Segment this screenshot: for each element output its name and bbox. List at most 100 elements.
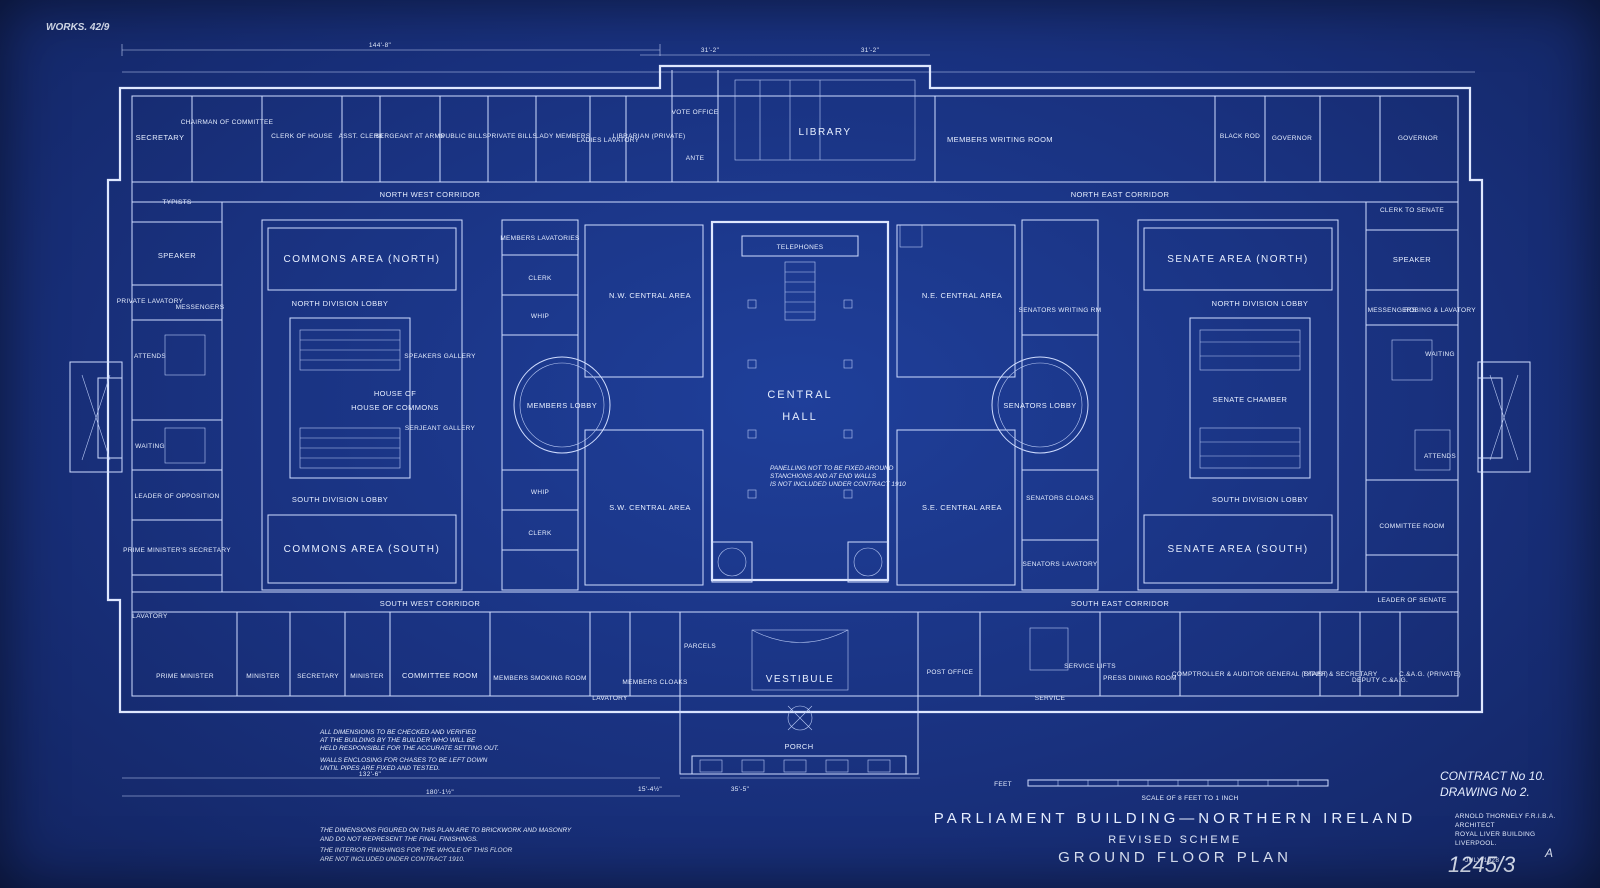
note-5: UNTIL PIPES ARE FIXED AND TESTED. bbox=[320, 765, 440, 772]
room-secretary: SECRETARY bbox=[136, 133, 185, 142]
corridor-ne: NORTH EAST CORRIDOR bbox=[1071, 190, 1170, 199]
dim-top-mid1: 31'-2" bbox=[701, 47, 720, 54]
room-whip-s: WHIP bbox=[531, 489, 549, 496]
room-telephones: TELEPHONES bbox=[777, 244, 824, 251]
room-public-bills: PUBLIC BILLS bbox=[441, 133, 488, 140]
room-governor-1: GOVERNOR bbox=[1272, 135, 1312, 142]
room-commons-north-lobby: NORTH DIVISION LOBBY bbox=[292, 299, 389, 308]
room-house-of-commons: HOUSE OF COMMONS bbox=[351, 403, 439, 412]
dim-top-left: 144'-8" bbox=[369, 42, 392, 49]
general-notes: ALL DIMENSIONS TO BE CHECKED AND VERIFIE… bbox=[319, 729, 572, 863]
top-dimensions: 144'-8" 31'-2" 31'-2" bbox=[121, 42, 1475, 73]
room-leader-opposition: LEADER OF OPPOSITION bbox=[134, 493, 219, 500]
room-lavatory-south: LAVATORY bbox=[592, 695, 628, 702]
room-minister-1: MINISTER bbox=[246, 673, 279, 680]
room-central: CENTRAL bbox=[767, 389, 832, 401]
room-commons-south-lobby: SOUTH DIVISION LOBBY bbox=[292, 495, 388, 504]
room-parcels: PARCELS bbox=[684, 643, 716, 650]
room-commons-north: COMMONS AREA (NORTH) bbox=[283, 254, 440, 265]
dim-bottom-a: 132'-6" bbox=[359, 771, 382, 778]
commons-block: COMMONS AREA (NORTH) NORTH DIVISION LOBB… bbox=[261, 219, 476, 591]
room-vestibule: VESTIBULE bbox=[766, 674, 835, 685]
room-waiting-east: WAITING bbox=[1425, 351, 1455, 358]
sheet-number: 1245/3 bbox=[1448, 852, 1516, 877]
room-speakers-gallery: SPEAKERS GALLERY bbox=[404, 353, 476, 360]
room-speaker-east: SPEAKER bbox=[1393, 255, 1431, 264]
room-waiting-west: WAITING bbox=[135, 443, 165, 450]
room-senate-north: SENATE AREA (NORTH) bbox=[1167, 254, 1308, 265]
bottom-dimensions: 132'-6" 180'-1½" 15'-4½" 35'-5" bbox=[122, 771, 920, 797]
architect-line-1: ARNOLD THORNELY F.R.I.B.A. bbox=[1455, 813, 1556, 820]
room-senate-south-lobby: SOUTH DIVISION LOBBY bbox=[1212, 495, 1308, 504]
room-secretary-south: SECRETARY bbox=[297, 673, 339, 680]
note-3: HELD RESPONSIBLE FOR THE ACCURATE SETTIN… bbox=[320, 745, 499, 752]
room-clerk-sw: CLERK bbox=[528, 530, 552, 537]
room-senate-north-lobby: NORTH DIVISION LOBBY bbox=[1212, 299, 1309, 308]
dim-bottom-b: 180'-1½" bbox=[426, 788, 454, 796]
room-lavatory-west: LAVATORY bbox=[132, 613, 168, 620]
corridor-sw: SOUTH WEST CORRIDOR bbox=[380, 599, 481, 608]
room-lady-members: LADY MEMBERS bbox=[535, 133, 590, 140]
room-library: LIBRARY bbox=[798, 127, 851, 138]
room-leader-senate: LEADER OF SENATE bbox=[1378, 597, 1447, 604]
room-private-bills: PRIVATE BILLS bbox=[487, 133, 538, 140]
building-outline: PORCH bbox=[69, 64, 1531, 775]
room-se-central: S.E. CENTRAL AREA bbox=[922, 503, 1002, 512]
west-range: TYPISTS SPEAKER PRIVATE LAVATORY MESSENG… bbox=[117, 199, 231, 620]
drawing-date: JULY 1928 bbox=[1465, 857, 1499, 864]
note-2: AT THE BUILDING BY THE BUILDER WHO WILL … bbox=[319, 737, 476, 744]
room-pm-secretary: PRIME MINISTER'S SECRETARY bbox=[123, 547, 231, 554]
room-sw-central: S.W. CENTRAL AREA bbox=[609, 503, 691, 512]
room-members-cloaks: MEMBERS CLOAKS bbox=[622, 679, 688, 686]
room-hall: HALL bbox=[782, 411, 818, 423]
room-senators-cloaks: SENATORS CLOAKS bbox=[1026, 495, 1094, 502]
room-committee-east: COMMITTEE ROOM bbox=[1379, 523, 1444, 530]
room-committee-south: COMMITTEE ROOM bbox=[402, 671, 478, 680]
architect-line-2: ARCHITECT bbox=[1455, 822, 1495, 829]
room-minister-2: MINISTER bbox=[350, 673, 383, 680]
room-house-of-commons-1: HOUSE OF bbox=[374, 389, 416, 398]
room-post-office: POST OFFICE bbox=[927, 669, 974, 676]
room-senators-lobby: SENATORS LOBBY bbox=[1003, 401, 1076, 410]
architect-line-3: ROYAL LIVER BUILDING bbox=[1455, 831, 1535, 838]
room-clerk-to-senate: CLERK TO SENATE bbox=[1380, 207, 1444, 214]
room-private-lavatory: PRIVATE LAVATORY bbox=[117, 298, 184, 305]
note-b1: THE DIMENSIONS FIGURED ON THIS PLAN ARE … bbox=[320, 827, 572, 834]
room-clerk-nw: CLERK bbox=[528, 275, 552, 282]
north-range: SECRETARY CHAIRMAN OF COMMITTEE CLERK OF… bbox=[136, 70, 1438, 182]
corridor-nw: NORTH WEST CORRIDOR bbox=[380, 190, 481, 199]
room-commons-south: COMMONS AREA (SOUTH) bbox=[284, 544, 441, 555]
room-speaker-west: SPEAKER bbox=[158, 251, 196, 260]
room-attends-west: ATTENDS bbox=[134, 353, 166, 360]
room-black-rod: BLACK ROD bbox=[1220, 133, 1260, 140]
room-typists: TYPISTS bbox=[162, 199, 192, 206]
sheet-suffix: A bbox=[1544, 846, 1553, 860]
architect-line-4: LIVERPOOL. bbox=[1455, 840, 1497, 847]
room-smoking: MEMBERS SMOKING ROOM bbox=[493, 675, 586, 682]
room-messengers-east: MESSENGERS bbox=[1368, 307, 1417, 314]
room-librarian: LIBRARIAN (PRIVATE) bbox=[613, 133, 686, 140]
room-robing: ROBING & LAVATORY bbox=[1404, 307, 1476, 314]
scale-feet-label: FEET bbox=[994, 781, 1012, 788]
room-service: SERVICE bbox=[1035, 695, 1066, 702]
drawing-subtitle: REVISED SCHEME bbox=[1108, 834, 1241, 846]
centre-west: MEMBERS LAVATORIES CLERK WHIP WHIP CLERK… bbox=[500, 219, 704, 591]
drawing-plan-name: GROUND FLOOR PLAN bbox=[1058, 849, 1292, 866]
room-messengers-west: MESSENGERS bbox=[176, 304, 225, 311]
room-serjeant-gallery: SERJEANT GALLERY bbox=[405, 425, 476, 432]
note-b4: ARE NOT INCLUDED UNDER CONTRACT 1910. bbox=[319, 856, 465, 863]
room-senators-lavatory: SENATORS LAVATORY bbox=[1022, 561, 1097, 568]
room-ante: ANTE bbox=[686, 155, 705, 162]
scale-text: SCALE OF 8 FEET TO 1 INCH bbox=[1141, 795, 1238, 802]
room-service-lifts: SERVICE LIFTS bbox=[1064, 663, 1116, 670]
room-typist-sec: TYPIST & SECRETARY bbox=[1302, 671, 1377, 678]
room-members-lobby: MEMBERS LOBBY bbox=[527, 401, 597, 410]
hall-note-2: STANCHIONS AND AT END WALLS bbox=[770, 473, 877, 480]
room-senators-writing: SENATORS WRITING RM bbox=[1019, 307, 1102, 314]
room-comptroller: COMPTROLLER & AUDITOR GENERAL (STAFF) bbox=[1172, 671, 1328, 678]
east-range: CLERK TO SENATE SPEAKER MESSENGERS ROBIN… bbox=[1366, 207, 1476, 604]
room-senate-south: SENATE AREA (SOUTH) bbox=[1167, 544, 1308, 555]
room-ne-central: N.E. CENTRAL AREA bbox=[922, 291, 1002, 300]
